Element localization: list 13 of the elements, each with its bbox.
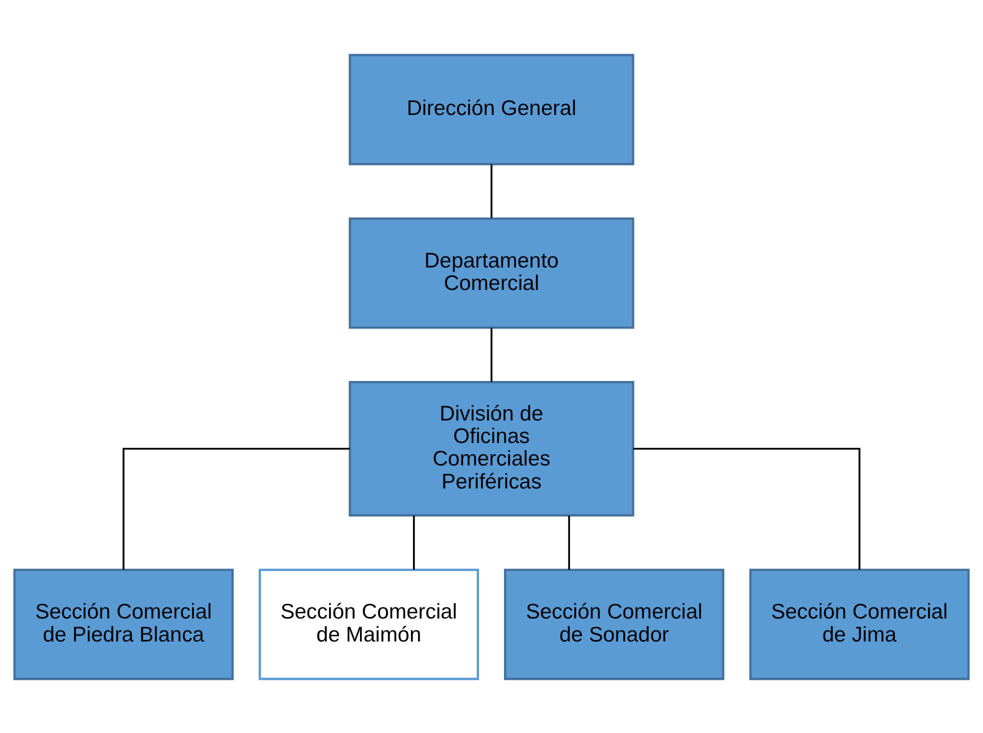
- node-box: Sección Comercial de Jima: [749, 568, 970, 680]
- node-box: División de Oficinas Comerciales Periféricas: [348, 380, 634, 516]
- node-box: Sección Comercial de Sonador: [504, 568, 724, 680]
- connector: [490, 164, 492, 218]
- connector: [568, 515, 570, 570]
- connector: [490, 327, 492, 382]
- connector: [633, 447, 860, 570]
- node-box: Departamento Comercial: [348, 216, 634, 328]
- node-box: Sección Comercial de Piedra Blanca: [13, 568, 234, 680]
- connector: [122, 447, 350, 570]
- connector: [412, 515, 415, 570]
- node-box: Sección Comercial de Maimón: [258, 568, 479, 680]
- node-box: Dirección General: [348, 53, 634, 165]
